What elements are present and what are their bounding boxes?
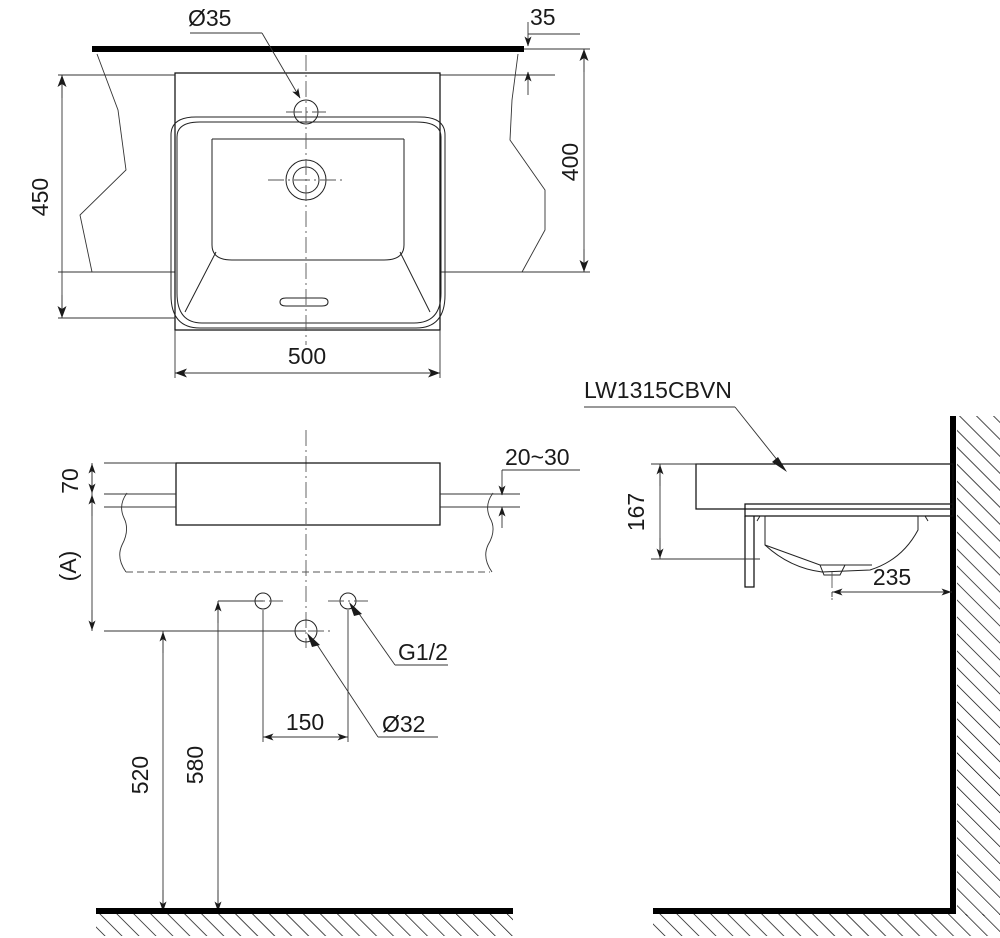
bowl-floor-outline	[211, 139, 405, 261]
dia32-arrow-head	[307, 633, 320, 647]
break-curve-right-front	[485, 492, 494, 573]
partno-leader-slant	[734, 406, 783, 467]
front-elevation-group: 70 (A) 20~30 150 G1/2 Ø32 520	[55, 430, 580, 936]
overflow-slot-plan	[279, 297, 329, 307]
bowl-underside-profile-side	[756, 515, 929, 573]
dim-label-400: 400	[557, 143, 583, 181]
partno-arrow-head	[772, 457, 787, 472]
dim-label-A: (A)	[55, 551, 81, 582]
dia35-leader-line	[261, 32, 301, 99]
floor-hatch-front	[96, 914, 513, 936]
bowl-corner-line-left	[184, 251, 217, 313]
bowl-lip-inner	[176, 121, 442, 324]
dim-label-g12: G1/2	[398, 639, 448, 665]
break-line-left-plan	[79, 53, 127, 273]
dim-label-150: 150	[286, 709, 324, 735]
side-section-group: 167 235 LW1315CBVN	[584, 377, 1000, 936]
bowl-lip-outer	[170, 116, 446, 329]
dim-label-450: 450	[27, 178, 53, 216]
dim-label-2030: 20~30	[505, 444, 570, 470]
g12-leader-slant[interactable]	[354, 607, 396, 666]
dim-label-dia32: Ø32	[382, 711, 425, 737]
dim-label-dia35: Ø35	[188, 5, 231, 31]
counter-slab-side	[744, 503, 954, 517]
dim-label-70: 70	[57, 468, 83, 494]
dim-label-235: 235	[873, 564, 911, 590]
dim-label-520: 520	[127, 756, 153, 794]
g12-arrow-head	[349, 602, 362, 616]
dim-label-500: 500	[288, 343, 326, 369]
dia32-leader-slant	[313, 639, 379, 738]
floor-hatch-side	[653, 914, 1000, 936]
dim-label-167: 167	[623, 493, 649, 531]
plan-view-group: Ø35 35 400 450 500	[27, 4, 590, 378]
break-line-right-plan	[509, 53, 546, 273]
dim-label-580: 580	[182, 746, 208, 784]
break-curve-left-front	[119, 492, 128, 573]
part-number-label: LW1315CBVN	[584, 377, 732, 403]
support-bracket-side	[744, 516, 755, 588]
wall-hatch-side	[957, 416, 1000, 916]
bowl-corner-line-right	[399, 251, 431, 313]
dim-label-35: 35	[530, 4, 556, 30]
